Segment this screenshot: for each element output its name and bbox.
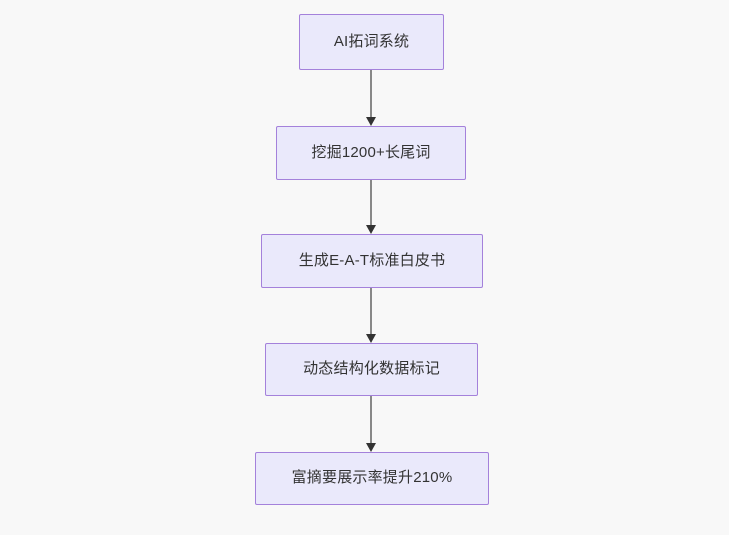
- flow-node-mine-longtail-keywords[interactable]: 挖掘1200+长尾词: [276, 126, 466, 180]
- flowchart-edge-arrowhead-icon: [366, 443, 376, 452]
- flow-node-label: 生成E-A-T标准白皮书: [298, 251, 446, 269]
- flowchart-edge-arrowhead-icon: [366, 117, 376, 126]
- flow-node-rich-snippet-rate-increase[interactable]: 富摘要展示率提升210%: [255, 452, 489, 505]
- flow-node-label: 富摘要展示率提升210%: [291, 469, 453, 487]
- flow-node-label: AI拓词系统: [333, 32, 410, 50]
- flow-node-ai-keyword-system[interactable]: AI拓词系统: [299, 14, 444, 70]
- flow-node-dynamic-structured-data-markup[interactable]: 动态结构化数据标记: [265, 343, 478, 396]
- flow-node-label: 动态结构化数据标记: [303, 360, 440, 378]
- flowchart-edge-arrowhead-icon: [366, 334, 376, 343]
- flowchart-edge-arrowhead-icon: [366, 225, 376, 234]
- flow-node-generate-eat-whitepaper[interactable]: 生成E-A-T标准白皮书: [261, 234, 483, 288]
- flow-node-label: 挖掘1200+长尾词: [311, 143, 431, 161]
